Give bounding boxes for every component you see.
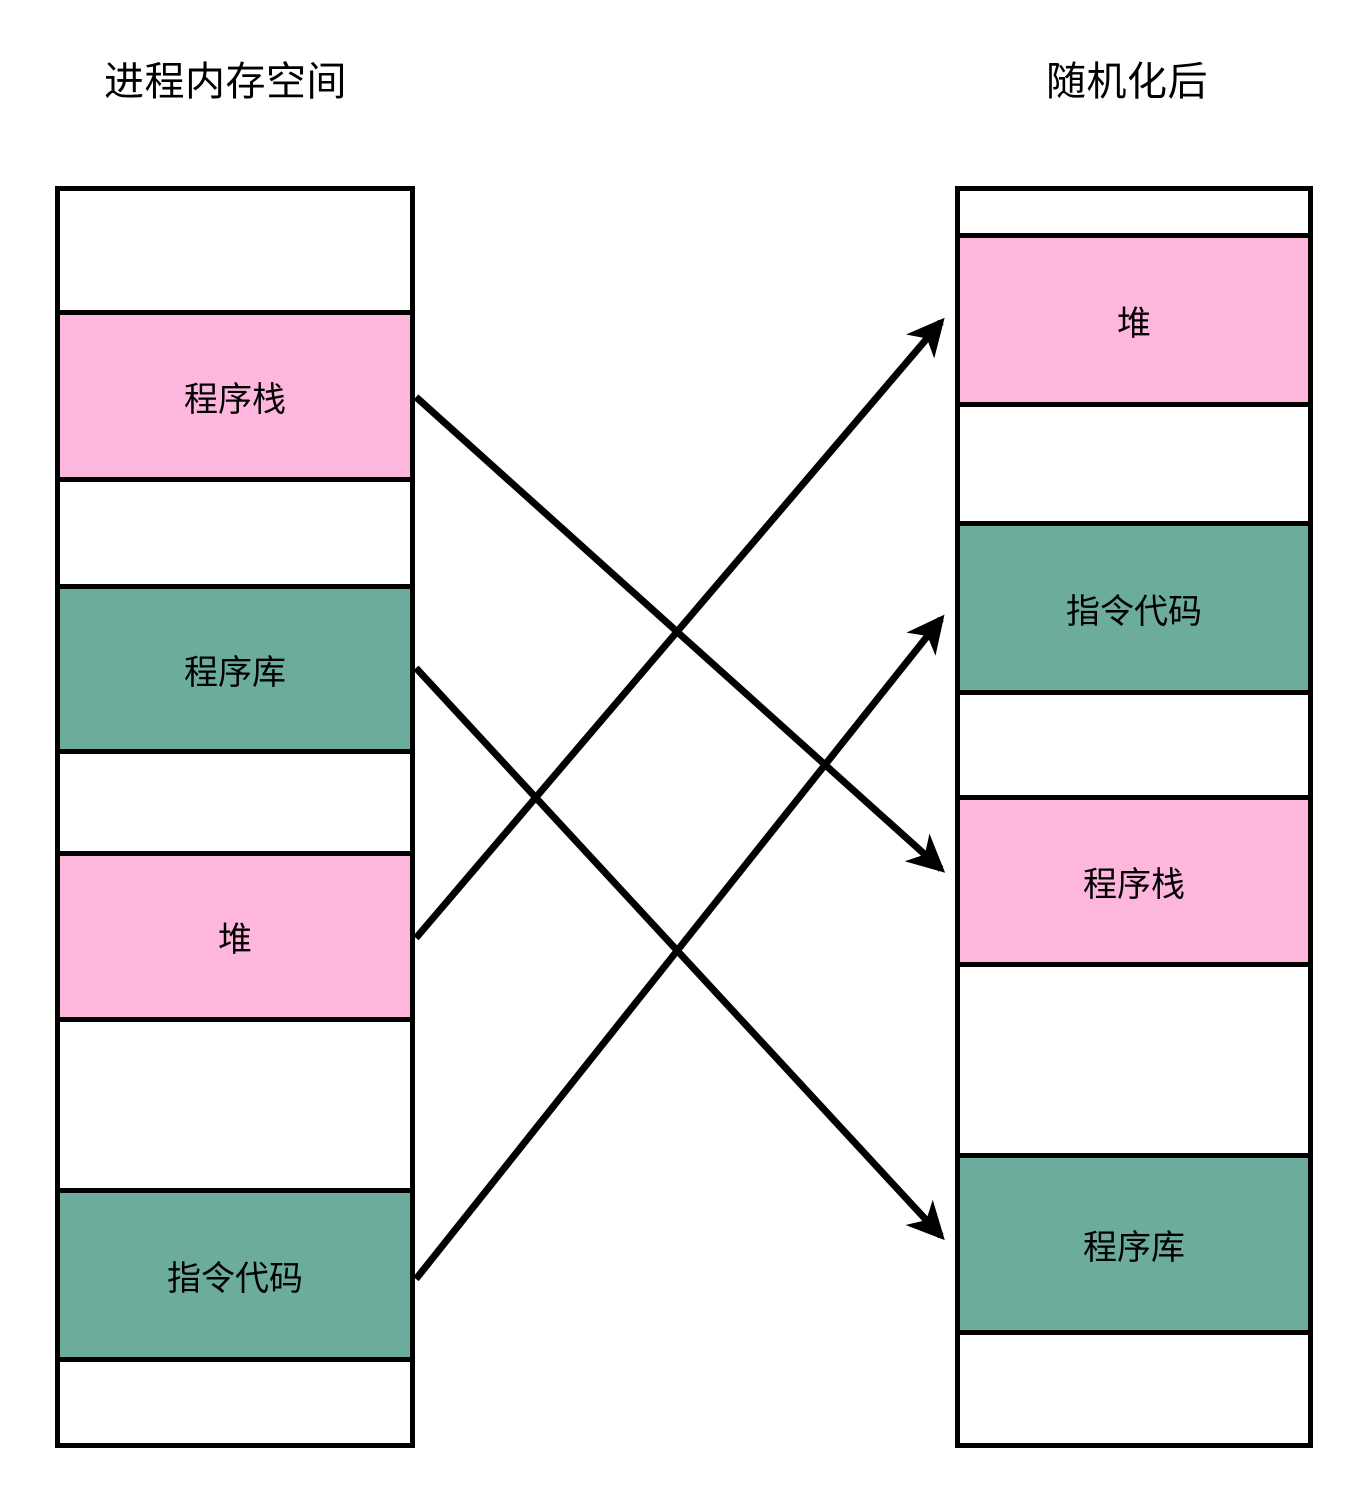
right-column-title: 随机化后 — [1046, 60, 1208, 104]
right-free-space-band — [960, 191, 1308, 233]
right-code-band: 指令代码 — [960, 521, 1308, 695]
randomized-memory-column: 堆指令代码程序栈程序库 — [955, 186, 1313, 1448]
left-heap-band: 堆 — [60, 851, 410, 1022]
left-free-space-band — [60, 1362, 410, 1448]
left-column-title: 进程内存空间 — [104, 60, 347, 104]
left-stack-band: 程序栈 — [60, 310, 410, 482]
left-free-space-band — [60, 754, 410, 851]
right-heap-label: 堆 — [1117, 304, 1151, 343]
left-free-space-band — [60, 482, 410, 584]
arrow-code — [413, 614, 945, 1282]
right-heap-band: 堆 — [960, 233, 1308, 407]
left-free-space-band — [60, 191, 410, 310]
right-free-space-band — [960, 967, 1308, 1153]
right-free-space-band — [960, 695, 1308, 795]
arrow-library — [413, 665, 945, 1241]
left-library-label: 程序库 — [184, 653, 286, 692]
left-heap-label: 堆 — [218, 921, 252, 959]
right-stack-label: 程序栈 — [1083, 865, 1185, 904]
right-free-space-band — [960, 407, 1308, 521]
left-stack-label: 程序栈 — [184, 380, 286, 419]
left-code-label: 指令代码 — [167, 1259, 303, 1298]
right-library-label: 程序库 — [1083, 1228, 1185, 1267]
process-memory-space-column: 程序栈程序库堆指令代码 — [55, 186, 415, 1448]
arrow-stack — [413, 394, 946, 873]
left-free-space-band — [60, 1022, 410, 1188]
right-library-band: 程序库 — [960, 1153, 1308, 1335]
right-code-label: 指令代码 — [1066, 592, 1202, 631]
left-code-band: 指令代码 — [60, 1188, 410, 1362]
arrow-heap — [413, 317, 945, 941]
left-library-band: 程序库 — [60, 584, 410, 754]
right-free-space-band — [960, 1335, 1308, 1448]
right-stack-band: 程序栈 — [960, 795, 1308, 967]
